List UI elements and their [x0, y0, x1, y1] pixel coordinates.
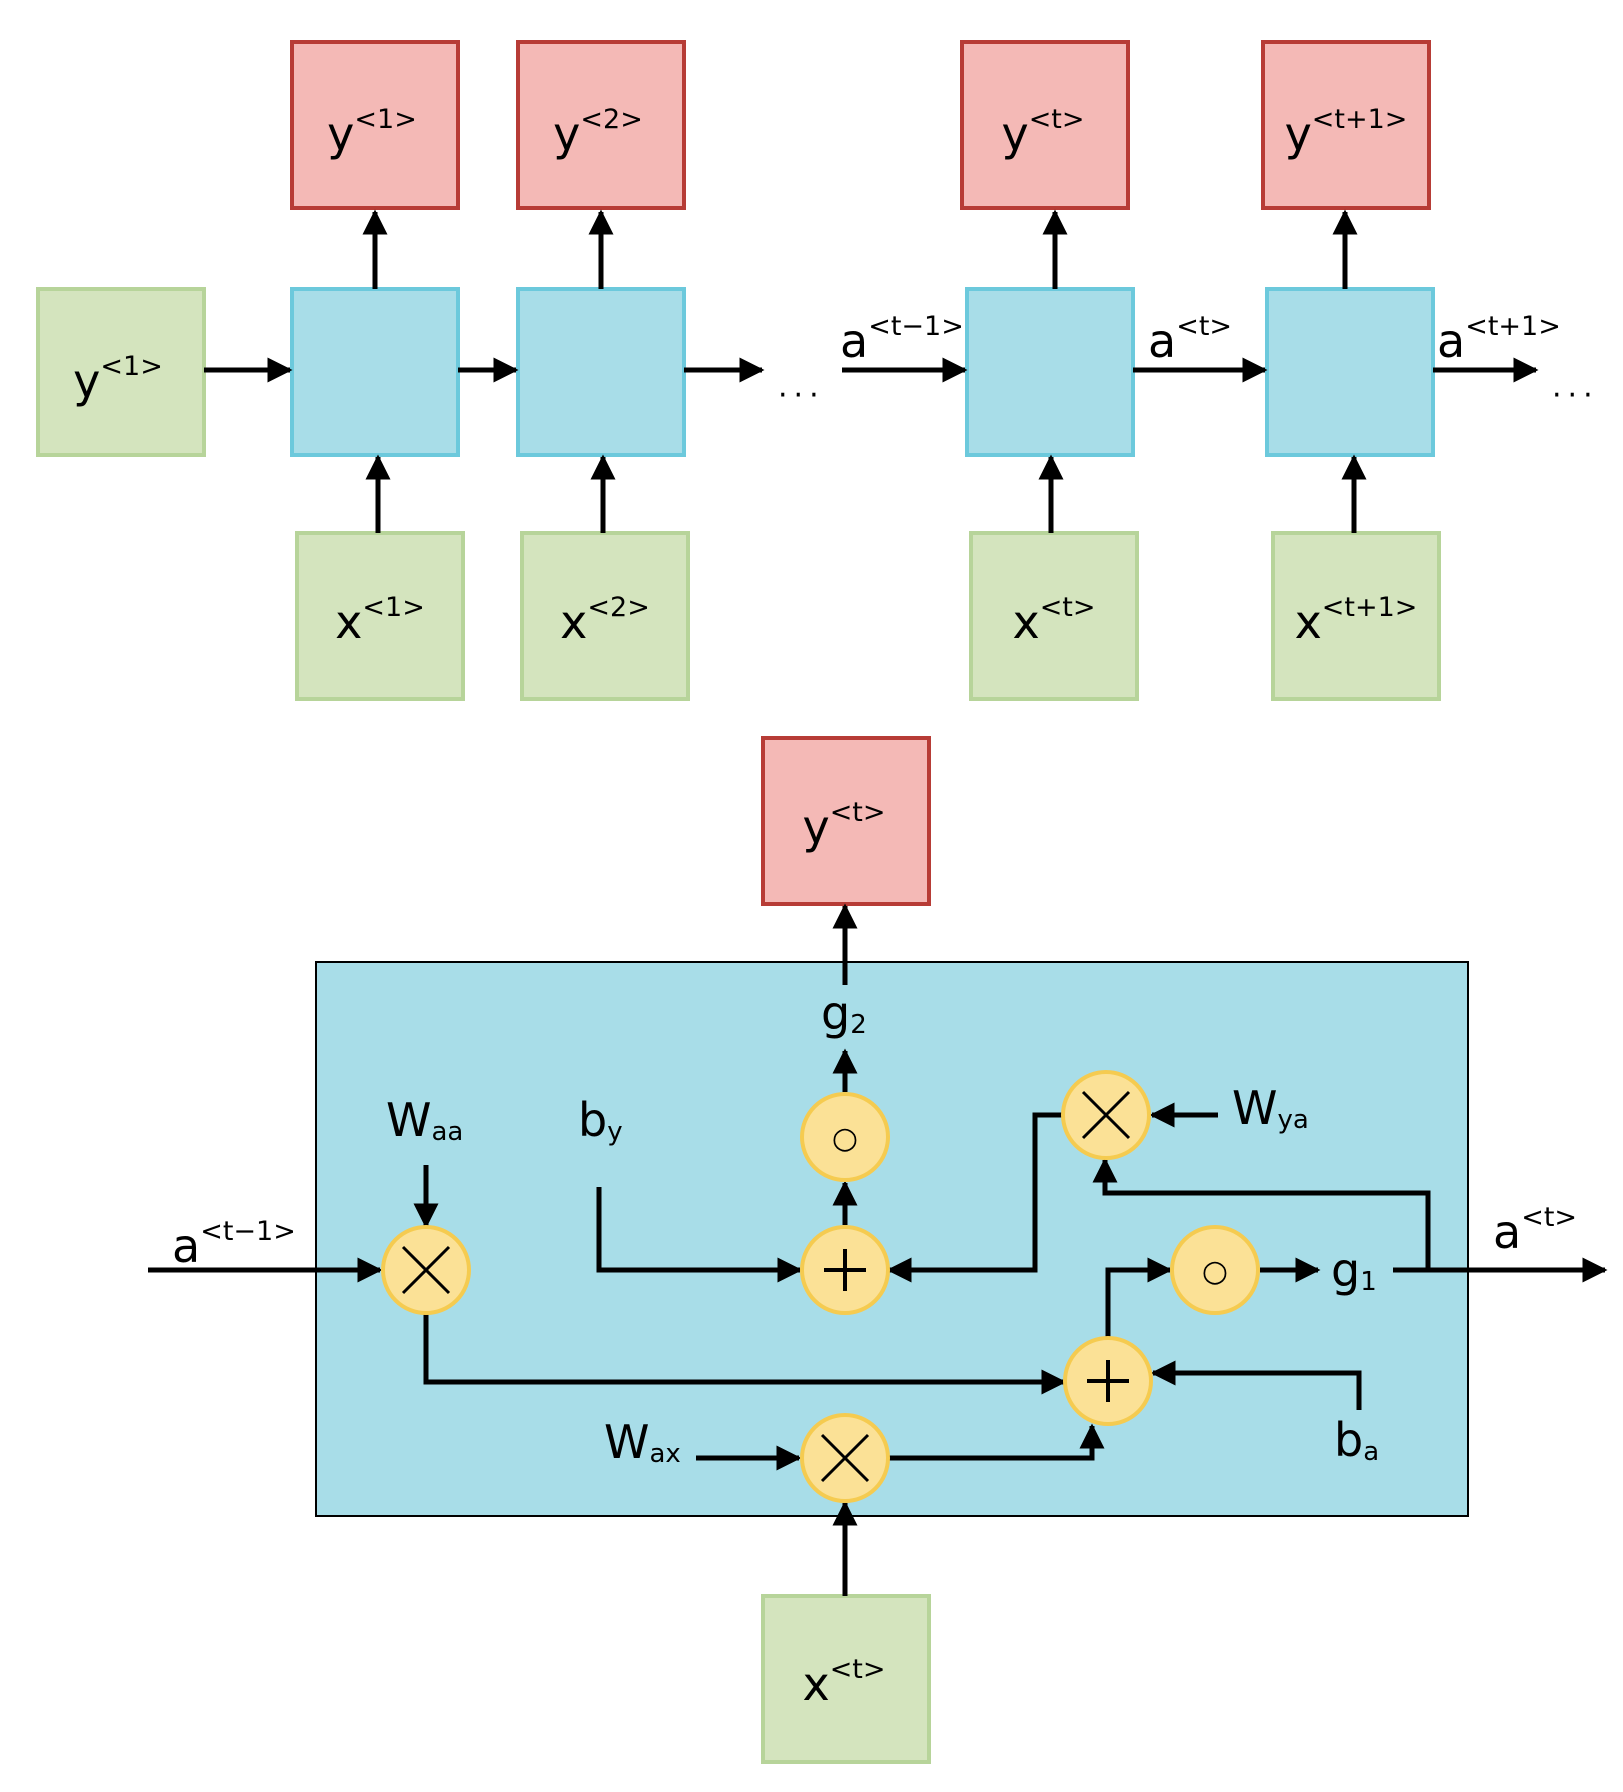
rnn-cell-detail: y<t> x<t> [148, 736, 1608, 1764]
op-activation-g1: ○ [1170, 1225, 1260, 1315]
output-box-2 [516, 40, 686, 210]
op-multiply-wya [1061, 1070, 1151, 1160]
rnn-cell-2 [516, 287, 686, 457]
b-a-label: ba [1334, 1413, 1379, 1467]
output-label-t: y<t> [1001, 104, 1084, 161]
detail-a-next-label: a<t> [1493, 1202, 1577, 1259]
input-label-2: x<2> [560, 592, 650, 649]
input-box-1 [295, 531, 465, 701]
output-label-t1: y<t+1> [1285, 104, 1408, 161]
rnn-cell-t1 [1265, 287, 1435, 457]
input-box-2 [520, 531, 690, 701]
output-box-1 [290, 40, 460, 210]
w-aa-label: Waa [386, 1093, 463, 1147]
op-add-y [800, 1225, 890, 1315]
edge-label-a-t-minus-1: a<t−1> [840, 311, 964, 368]
g1-label: g1 [1331, 1243, 1377, 1297]
g2-label: g2 [821, 986, 867, 1040]
detail-input-label: x<t> [802, 1654, 885, 1711]
op-multiply-wax [800, 1413, 890, 1503]
input-box-t [969, 531, 1139, 701]
output-box-t [960, 40, 1130, 210]
w-ya-label: Wya [1232, 1081, 1309, 1135]
input-label-1: x<1> [335, 592, 425, 649]
input-box-t1 [1271, 531, 1441, 701]
b-y-label: by [578, 1093, 623, 1147]
op-multiply-waa [381, 1225, 471, 1315]
ellipsis-2: ··· [1552, 378, 1599, 413]
svg-text:○: ○ [832, 1121, 858, 1156]
svg-text:○: ○ [1202, 1254, 1228, 1289]
detail-input-box [761, 1594, 931, 1764]
detail-a-prev-label: a<t−1> [172, 1216, 296, 1273]
output-label-2: y<2> [553, 104, 643, 161]
cell-to-output-arrows [362, 209, 1358, 289]
ellipsis-1: ··· [778, 378, 825, 413]
detail-connectors [148, 903, 1608, 1596]
detail-output-box [761, 736, 931, 906]
rnn-cell-t [965, 287, 1135, 457]
op-activation-g2: ○ [800, 1092, 890, 1182]
output-label-1: y<1> [327, 104, 417, 161]
rnn-cell-1 [290, 287, 460, 457]
input-label-t1: x<t+1> [1295, 592, 1418, 649]
w-ax-label: Wax [604, 1415, 681, 1469]
output-box-t1 [1261, 40, 1431, 210]
edge-label-a-t-plus-1: a<t+1> [1437, 311, 1561, 368]
initial-input-label: y<1> [73, 351, 163, 408]
unrolled-rnn: y<1> y<2> y<t> y<t+1> y<1> x<1> x<2> x<t… [36, 40, 1599, 701]
detail-output-label: y<t> [802, 797, 885, 854]
edge-label-a-t: a<t> [1148, 311, 1232, 368]
op-add-a [1063, 1336, 1153, 1426]
input-label-t: x<t> [1012, 592, 1095, 649]
input-to-cell-arrows [365, 454, 1367, 533]
cell-detail-box [315, 961, 1469, 1517]
